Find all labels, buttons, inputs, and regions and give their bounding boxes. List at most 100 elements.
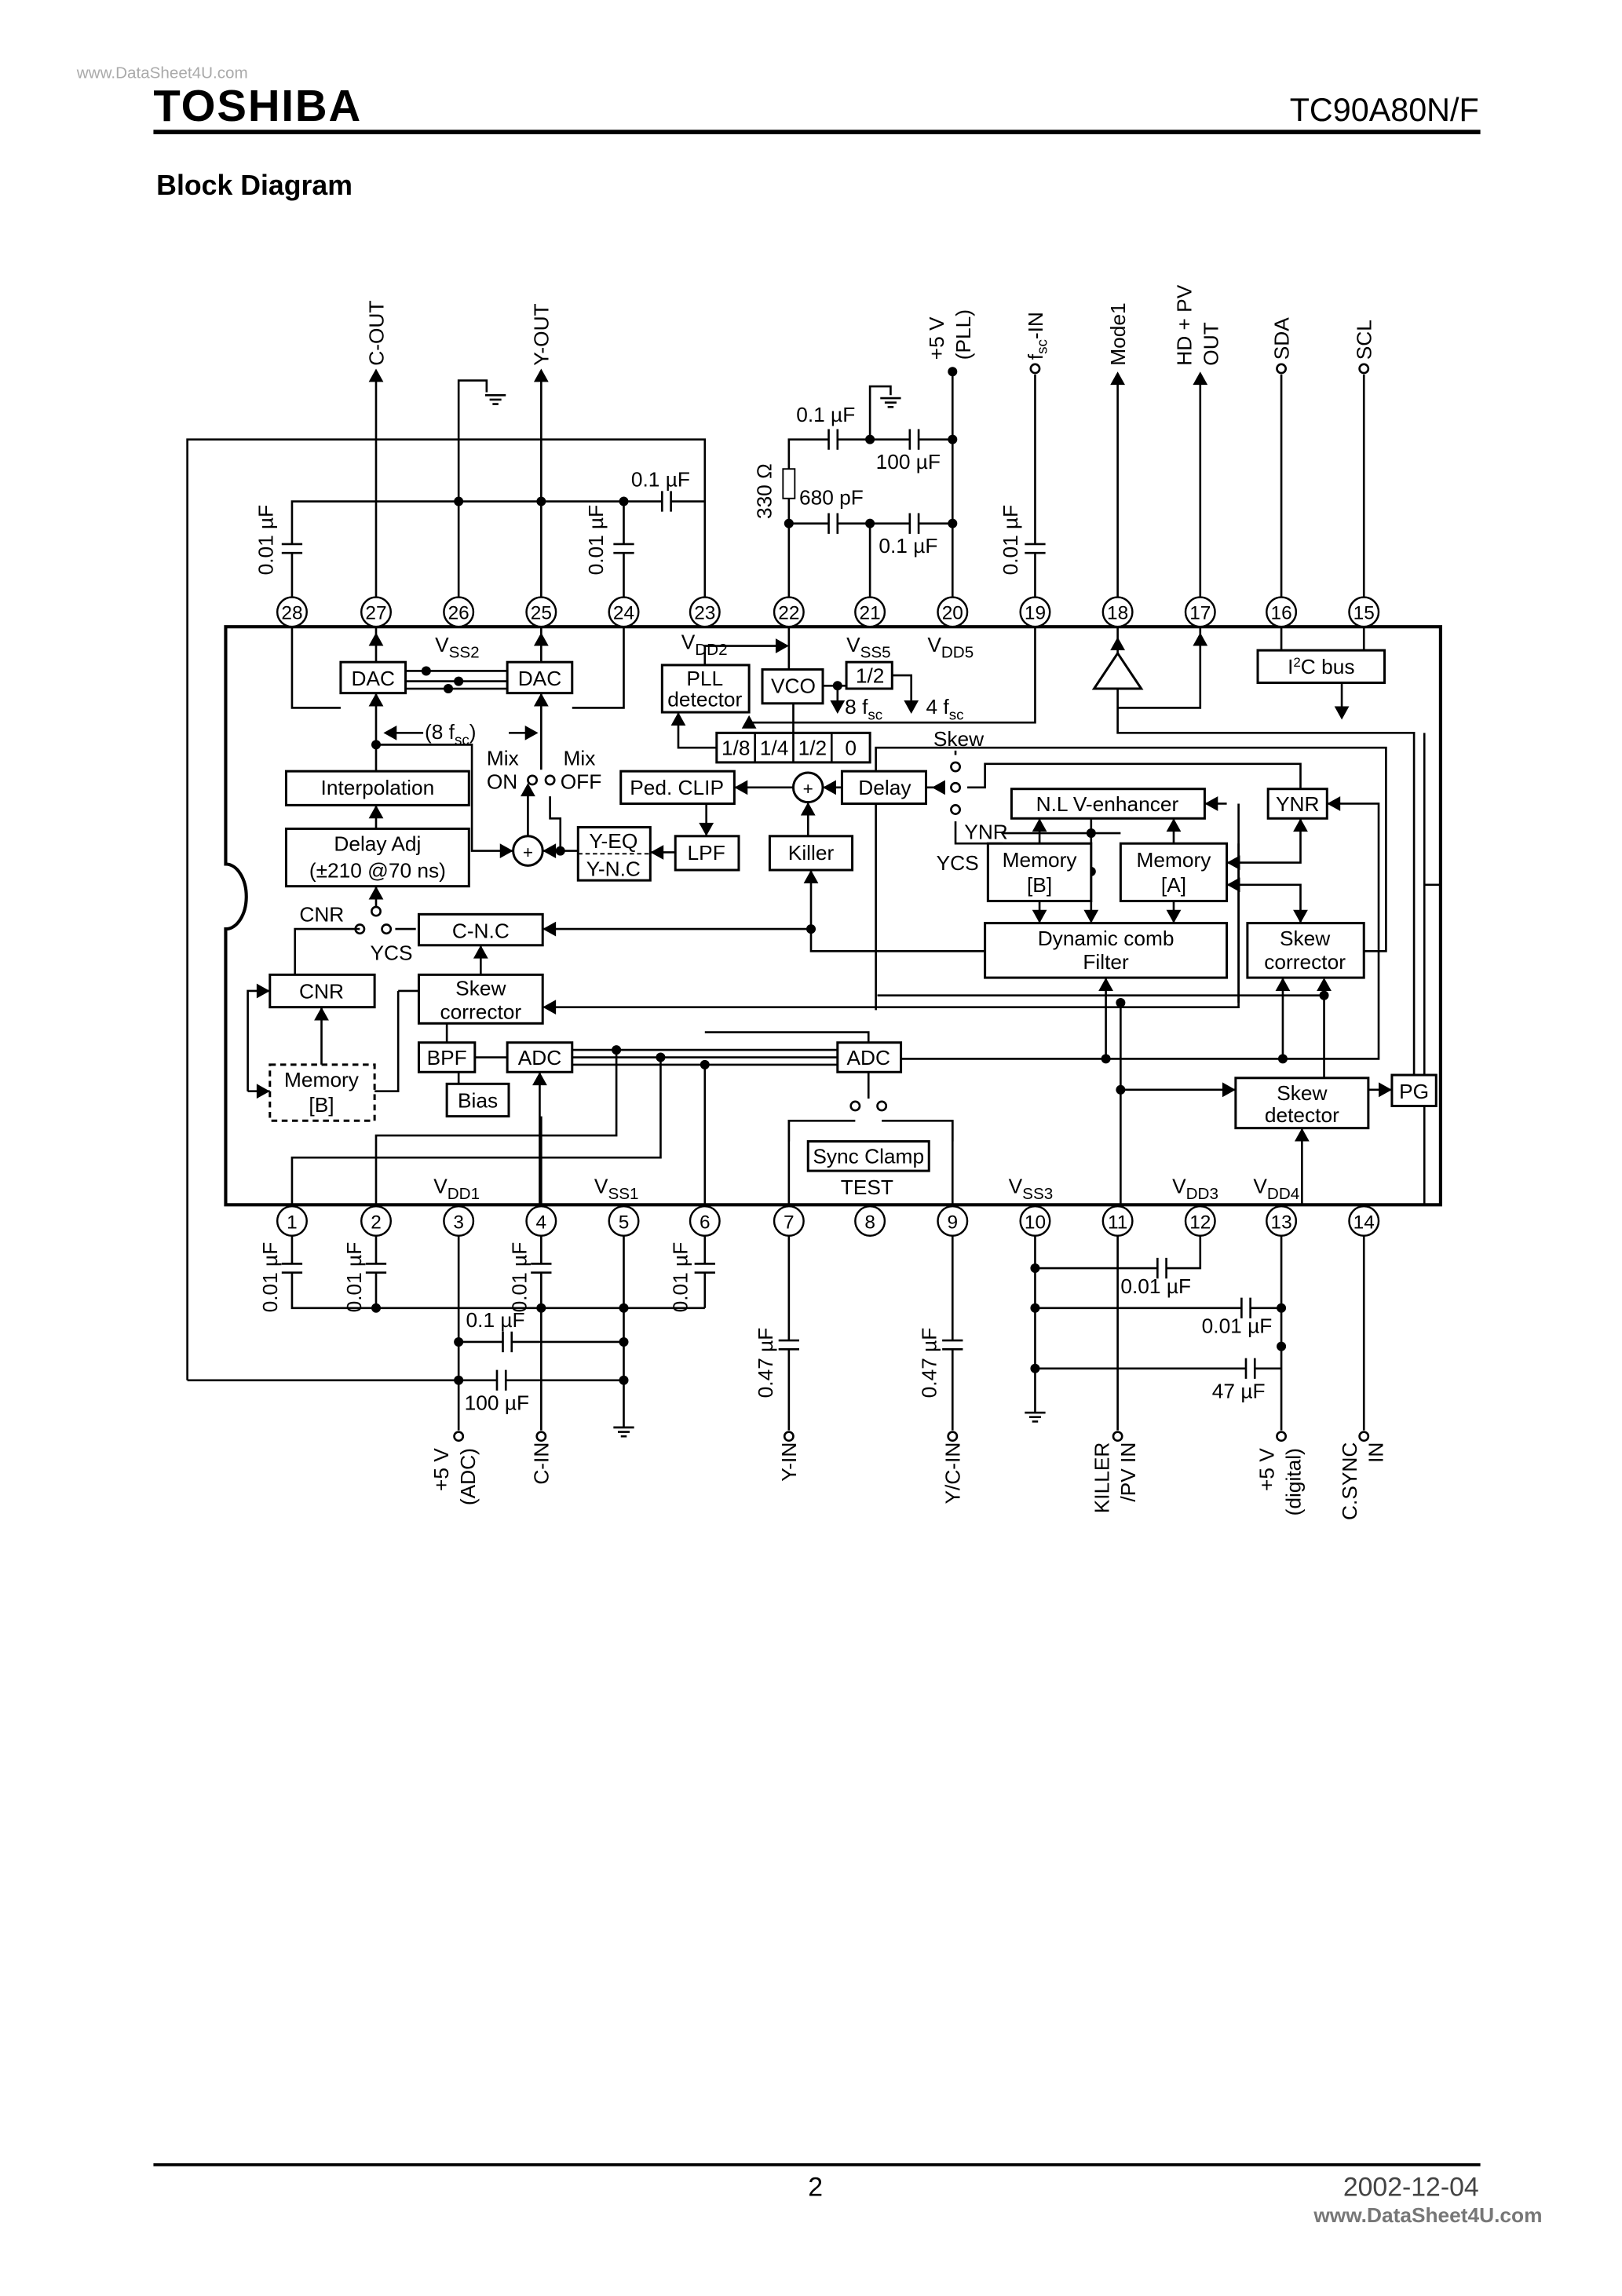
svg-text:1/8: 1/8 xyxy=(721,737,751,760)
signal-labels: (8 fsc) Mix ON Mix OFF CNR YCS Skew YNR … xyxy=(299,695,1007,965)
svg-text:Delay Adj: Delay Adj xyxy=(334,832,421,856)
pin-number: 9 xyxy=(947,1212,958,1233)
pin-number: 3 xyxy=(453,1212,464,1233)
pin-circle xyxy=(937,1205,969,1237)
arrow-head-icon xyxy=(256,983,270,999)
arrow-head-icon xyxy=(734,780,748,795)
arrow-head-icon xyxy=(524,725,539,740)
pin-number: 28 xyxy=(281,603,302,624)
terminal-circle xyxy=(849,1100,861,1112)
svg-text:PLL: PLL xyxy=(686,667,723,690)
pin-bottom-1: 1 xyxy=(276,1205,308,1237)
arrow-head-icon xyxy=(699,822,714,836)
pin-number: 7 xyxy=(784,1212,795,1233)
junction-dot xyxy=(536,496,546,506)
cnc-block: C-N.C xyxy=(417,912,544,947)
half-divider-block: 1/2 xyxy=(845,660,893,690)
terminal-circle xyxy=(453,1431,465,1442)
arrow-head-icon xyxy=(383,725,397,740)
pin-number: 12 xyxy=(1189,1212,1211,1233)
nl-v-enhancer-block: N.L V-enhancer xyxy=(1010,788,1206,820)
scl-label: SCL xyxy=(1353,320,1376,360)
terminal-circle xyxy=(876,1100,888,1112)
junction-dot xyxy=(1277,1303,1287,1313)
terminal-circle xyxy=(371,905,382,917)
arrow-head-icon xyxy=(650,845,664,860)
arrow-head-icon xyxy=(1293,909,1308,923)
pin-top-25: 25 xyxy=(525,596,557,628)
svg-text:I2C bus: I2C bus xyxy=(1288,655,1354,678)
pin-bottom-4: 4 xyxy=(525,1205,557,1237)
arrow-head-icon xyxy=(1222,1082,1236,1098)
pin-circle xyxy=(360,596,392,628)
capacitor-gap xyxy=(496,1369,506,1391)
yc-in-label: Y/C-IN xyxy=(941,1442,965,1504)
pin-bottom-3: 3 xyxy=(443,1205,475,1237)
capacitor-icon xyxy=(1240,1297,1251,1318)
y-in-label: Y-IN xyxy=(777,1442,801,1482)
junction-dot xyxy=(536,1303,546,1313)
arrow-head-icon xyxy=(1110,637,1126,651)
pin-circle xyxy=(1348,1205,1380,1237)
cap-adc-0-1-label: 0.1 µF xyxy=(466,1308,525,1332)
capacitor-icon xyxy=(827,429,839,450)
arrow-head-icon xyxy=(542,843,557,858)
svg-text:Killer: Killer xyxy=(788,841,835,865)
sda-label: SDA xyxy=(1269,317,1293,360)
memory-a-block: Memory[A] xyxy=(1119,842,1229,902)
wire xyxy=(1226,818,1302,864)
junction-dot xyxy=(619,1303,629,1313)
pin-circle xyxy=(773,1205,805,1237)
junction-dot xyxy=(444,684,454,694)
svg-text:DAC: DAC xyxy=(351,667,395,690)
arrow-head-icon xyxy=(368,693,384,707)
wire xyxy=(374,990,400,1093)
junction-dot xyxy=(1277,1054,1288,1064)
capacitor-gap xyxy=(1025,543,1046,554)
arrow-head-icon xyxy=(1166,818,1182,832)
junction-dot xyxy=(1116,998,1126,1008)
capacitor-gap xyxy=(909,513,919,534)
pin-number: 6 xyxy=(700,1212,711,1233)
footer-watermark: www.DataSheet4U.com xyxy=(1313,2203,1542,2227)
wire xyxy=(877,803,1380,1060)
capacitor-icon xyxy=(694,1263,715,1274)
digital-5v-label-2: (digital) xyxy=(1281,1448,1305,1515)
svg-text:DAC: DAC xyxy=(518,667,562,690)
yeq-ync-block: Y-EQY-N.C xyxy=(576,826,652,882)
pin-circle xyxy=(1019,596,1051,628)
toshiba-logo: TOSHIBA xyxy=(153,81,362,130)
cap-pin24-label: 0.01 µF xyxy=(584,505,608,576)
wire xyxy=(572,627,625,709)
adc-5v-label-2: (ADC) xyxy=(456,1448,480,1505)
eight-fsc-label: (8 fsc) xyxy=(425,720,477,748)
memory-b-block: Memory[B] xyxy=(986,842,1093,902)
arrow-head-icon xyxy=(368,886,384,900)
pin-circle xyxy=(443,1205,475,1237)
pin-bottom-13: 13 xyxy=(1266,1205,1298,1237)
arrow-head-icon xyxy=(521,783,535,797)
ground-icon xyxy=(1025,1411,1046,1423)
cap-10-12-label: 0.01 µF xyxy=(1120,1274,1191,1298)
arrow-head-icon xyxy=(803,870,819,883)
svg-text:corrector: corrector xyxy=(440,1000,521,1024)
killer-label: KILLER xyxy=(1090,1442,1113,1514)
off-label: OFF xyxy=(561,770,602,794)
arrow-head-icon xyxy=(499,843,513,858)
wire xyxy=(704,1031,870,1043)
vdd3-label: VDD3 xyxy=(1172,1174,1218,1203)
pin-circle xyxy=(937,596,969,628)
cap-pin19-label: 0.01 µF xyxy=(999,505,1022,576)
pin-number: 18 xyxy=(1107,603,1128,624)
arrow-head-icon xyxy=(1032,818,1047,832)
wire xyxy=(294,927,360,975)
svg-text:Y-N.C: Y-N.C xyxy=(586,857,641,881)
arrow-head-icon xyxy=(931,780,945,795)
pin-circle xyxy=(276,596,308,628)
capacitor-gap xyxy=(662,491,671,512)
svg-text:[B]: [B] xyxy=(1027,873,1052,897)
junction-dot xyxy=(454,496,464,506)
eight-fsc-out: 8 fsc xyxy=(845,695,882,723)
pin-bottom-7: 7 xyxy=(773,1205,805,1237)
pin-circle xyxy=(1184,596,1216,628)
